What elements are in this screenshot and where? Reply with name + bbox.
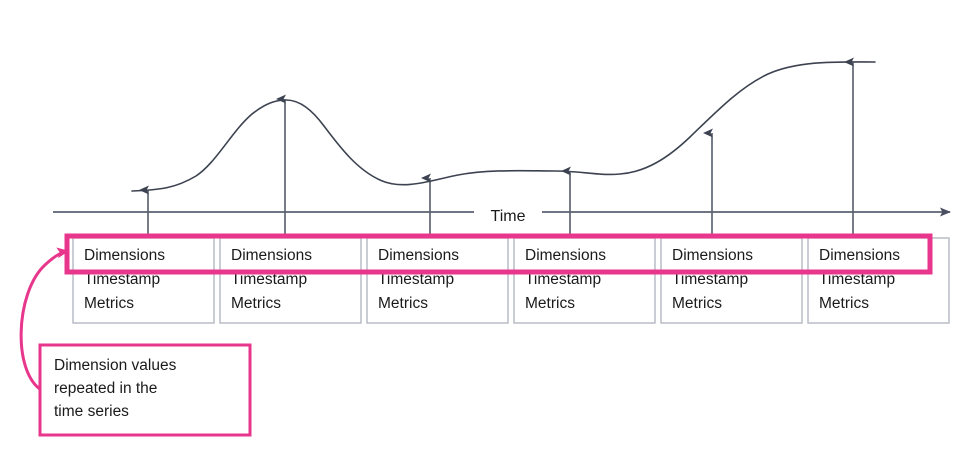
record-box-outline bbox=[219, 237, 362, 324]
record-field-metrics: Metrics bbox=[84, 295, 134, 312]
record-field-dimensions: Dimensions bbox=[231, 247, 312, 264]
record-field-dimensions: Dimensions bbox=[672, 247, 753, 264]
record-field-dimensions: Dimensions bbox=[819, 247, 900, 264]
record-field-timestamp: Timestamp bbox=[231, 271, 307, 288]
record-box-outline bbox=[807, 237, 950, 324]
callout-line: time series bbox=[54, 403, 129, 420]
record-field-timestamp: Timestamp bbox=[819, 271, 895, 288]
record-field-metrics: Metrics bbox=[231, 295, 281, 312]
record-field-timestamp: Timestamp bbox=[672, 271, 748, 288]
record-field-metrics: Metrics bbox=[378, 295, 428, 312]
record-box-outline bbox=[513, 237, 656, 324]
record-boxes-group: DimensionsTimestampMetricsDimensionsTime… bbox=[72, 237, 950, 324]
record-field-metrics: Metrics bbox=[525, 295, 575, 312]
callout-group: Dimension values repeated in the time seri… bbox=[19, 247, 252, 437]
callout-line: Dimension values bbox=[54, 357, 177, 374]
record-field-dimensions: Dimensions bbox=[84, 247, 165, 264]
record-field-timestamp: Timestamp bbox=[84, 271, 160, 288]
record-box-outline bbox=[660, 237, 803, 324]
record-field-metrics: Metrics bbox=[819, 295, 869, 312]
record-box-outline bbox=[72, 237, 215, 324]
callout-text: Dimension values repeated in the time seri… bbox=[54, 357, 177, 420]
record-field-dimensions: Dimensions bbox=[378, 247, 459, 264]
callout-connector-arrow bbox=[19, 247, 70, 394]
time-axis-label: Time bbox=[491, 208, 526, 225]
record-field-dimensions: Dimensions bbox=[525, 247, 606, 264]
sample-markers-group bbox=[139, 57, 854, 240]
record-field-metrics: Metrics bbox=[672, 295, 722, 312]
record-field-timestamp: Timestamp bbox=[378, 271, 454, 288]
metric-curve-group bbox=[131, 61, 876, 192]
record-field-timestamp: Timestamp bbox=[525, 271, 601, 288]
time-axis-group: Time bbox=[53, 207, 951, 225]
callout-line: repeated in the bbox=[54, 380, 157, 397]
record-box-outline bbox=[366, 237, 509, 324]
metric-curve bbox=[131, 61, 876, 192]
callout-box bbox=[38, 343, 252, 437]
